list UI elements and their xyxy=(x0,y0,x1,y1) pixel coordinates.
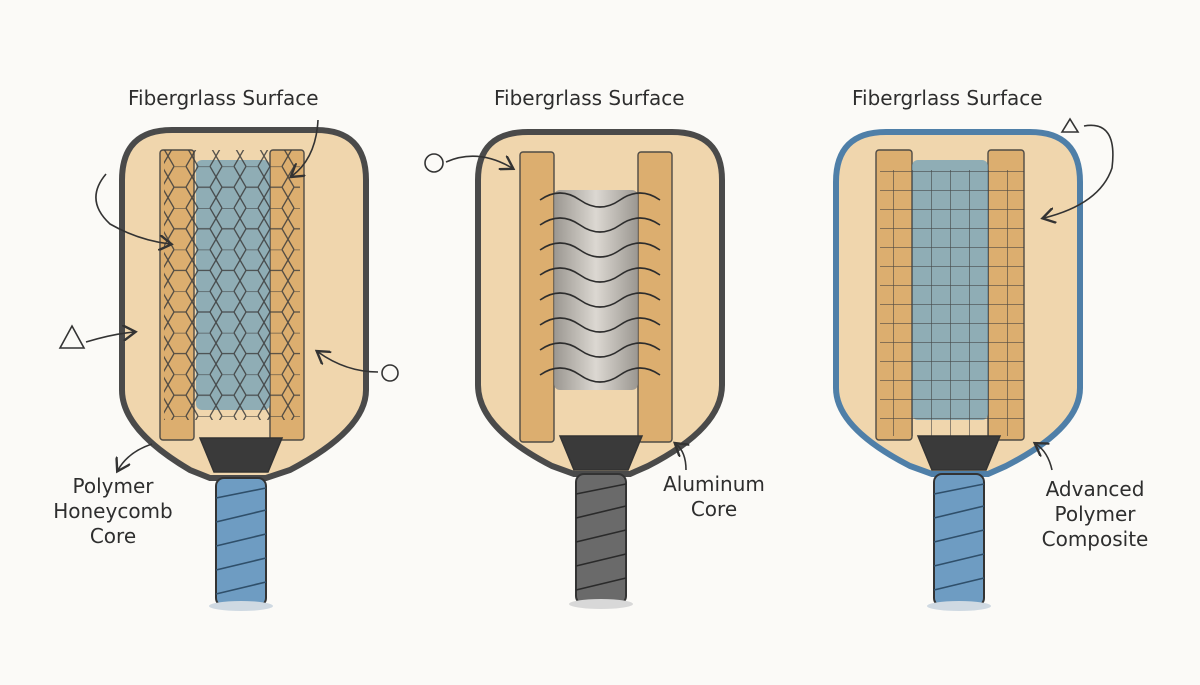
core-label-3: Advanced Polymer Composite xyxy=(1041,477,1149,551)
paddle-honeycomb xyxy=(119,127,369,611)
triangle-icon xyxy=(1060,117,1080,133)
arrow-triangle-3 xyxy=(1044,124,1114,218)
arrow-circle-1 xyxy=(318,352,379,373)
paddle-composite xyxy=(833,129,1083,611)
surface-label-1: Fibergrlass Surface xyxy=(128,86,319,110)
surface-label-2: Fibergrlass Surface xyxy=(494,86,685,110)
shadow xyxy=(927,601,991,611)
paddle-throat xyxy=(198,437,284,473)
composite-grid-pattern xyxy=(880,170,1024,436)
circle-icon xyxy=(381,364,399,382)
sketch-symbols xyxy=(58,117,1080,382)
arrow-triangle-1 xyxy=(85,332,134,343)
honeycomb-pattern xyxy=(164,150,300,420)
arrow-circle-2 xyxy=(445,156,512,168)
arrow-core-3 xyxy=(1036,444,1053,471)
arrow-core-2 xyxy=(676,444,686,471)
aluminum-wave-lines xyxy=(539,192,661,383)
grip-wrap-lines xyxy=(215,487,267,595)
grip-wrap-lines xyxy=(575,483,627,591)
shadow xyxy=(569,599,633,609)
core-label-2: Aluminum Core xyxy=(663,472,765,521)
aluminum-core xyxy=(554,190,638,390)
arrow-core-1 xyxy=(118,443,153,470)
paddle-throat xyxy=(916,435,1002,471)
arrow-surface-1 xyxy=(292,119,319,176)
surface-label-3: Fibergrlass Surface xyxy=(852,86,1043,110)
paddle-aluminum xyxy=(475,129,725,609)
core-label-1: Polymer Honeycomb Core xyxy=(53,474,173,548)
circle-icon xyxy=(424,153,444,173)
grip-wrap-lines xyxy=(933,483,985,591)
paddle-throat xyxy=(558,435,644,471)
shadow xyxy=(209,601,273,611)
annotation-arrows xyxy=(85,119,1114,471)
triangle-icon xyxy=(58,324,86,349)
arrow-left-1 xyxy=(95,173,170,244)
